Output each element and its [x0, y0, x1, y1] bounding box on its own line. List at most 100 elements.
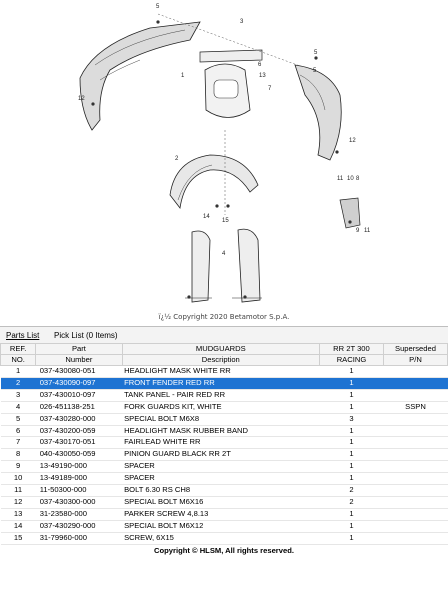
tab-pick-list[interactable]: Pick List (0 Items): [54, 331, 118, 340]
superseded-cell: [383, 377, 448, 390]
header-number: Number: [35, 354, 123, 366]
ref-cell: 12: [0, 496, 36, 509]
description-cell: FRONT FENDER RED RR: [122, 377, 320, 390]
superseded-cell: SSPN: [383, 401, 448, 414]
part-number-cell: 11-50300-000: [35, 484, 123, 497]
ref-cell: 4: [0, 401, 36, 414]
superseded-cell: [383, 436, 448, 450]
part-number-cell: 037-430200-059: [35, 425, 123, 438]
ref-cell: 8: [0, 448, 36, 462]
quantity-cell: 1: [319, 436, 384, 450]
part-number-cell: 037-430080-051: [35, 365, 123, 378]
parts-table: REF. Part MUDGUARDS RR 2T 300 Superseded…: [0, 343, 448, 545]
diagram-copyright: ï¿½ Copyright 2020 Betamotor S.p.A.: [158, 313, 290, 321]
svg-text:15: 15: [222, 218, 229, 224]
tank-panel-left: [79, 21, 201, 131]
quantity-cell: 1: [319, 365, 384, 378]
description-cell: SPACER: [122, 460, 320, 474]
superseded-cell: [383, 532, 448, 545]
ref-cell: 15: [0, 532, 36, 545]
pinion-guard: [339, 197, 361, 229]
header-superseded[interactable]: Superseded: [382, 343, 448, 355]
quantity-cell: 2: [319, 496, 384, 509]
svg-text:13: 13: [259, 73, 266, 79]
description-cell: PARKER SCREW 4,8.13: [122, 508, 320, 521]
exploded-parts-diagram[interactable]: 5 3 1 6 13 7 5 12 5 12 2 11 10 8 14 15 9…: [0, 0, 448, 326]
part-number-cell: 026-451138-251: [35, 401, 123, 414]
front-fender: [169, 154, 259, 209]
part-number-cell: 13-49190-000: [35, 460, 123, 474]
svg-text:10: 10: [347, 176, 354, 182]
svg-text:3: 3: [240, 19, 244, 25]
ref-cell: 14: [0, 520, 36, 533]
description-cell: TANK PANEL - PAIR RED RR: [122, 389, 320, 402]
superseded-cell: [383, 413, 448, 426]
part-number-cell: 31-23580-000: [35, 508, 123, 521]
quantity-cell: 1: [319, 401, 384, 414]
svg-text:1: 1: [181, 73, 185, 79]
quantity-cell: 1: [319, 532, 384, 545]
superseded-cell: [383, 520, 448, 533]
header-rr-2t-300[interactable]: RR 2T 300: [318, 343, 384, 355]
superseded-cell: [383, 448, 448, 462]
superseded-cell: [383, 484, 448, 497]
part-number-cell: 13-49189-000: [35, 472, 123, 486]
description-cell: SCREW, 6X15: [122, 532, 320, 545]
header-ref[interactable]: REF.: [0, 343, 37, 355]
ref-cell: 11: [0, 484, 36, 497]
superseded-cell: [383, 460, 448, 474]
quantity-cell: 1: [319, 377, 384, 390]
header-part[interactable]: Part: [35, 343, 123, 355]
quantity-cell: 1: [319, 425, 384, 438]
description-cell: SPECIAL BOLT M6X8: [122, 413, 320, 426]
svg-text:5: 5: [156, 4, 160, 10]
description-cell: SPECIAL BOLT M6X12: [122, 520, 320, 533]
ref-cell: 2: [0, 377, 36, 390]
quantity-cell: 2: [319, 484, 384, 497]
ref-cell: 7: [0, 436, 36, 450]
quantity-cell: 1: [319, 460, 384, 474]
fairlead-bar: [199, 49, 263, 63]
ref-cell: 10: [0, 472, 36, 486]
header-no: NO.: [0, 354, 37, 366]
description-cell: HEADLIGHT MASK RUBBER BAND: [122, 425, 320, 438]
header-pn: P/N: [382, 354, 448, 366]
svg-text:8: 8: [356, 176, 360, 182]
parts-drawing: 5 3 1 6 13 7 5 12 5 12 2 11 10 8 14 15 9…: [78, 4, 371, 303]
tab-parts-list[interactable]: Parts List: [6, 331, 40, 340]
part-number-cell: 037-430090-097: [35, 377, 123, 390]
tank-panel-right: [294, 64, 342, 161]
description-cell: BOLT 6.30 RS CH8: [122, 484, 320, 497]
part-number-cell: 037-430170-051: [35, 436, 123, 450]
ref-cell: 5: [0, 413, 36, 426]
quantity-cell: 3: [319, 413, 384, 426]
part-number-cell: 31-79960-000: [35, 532, 123, 545]
svg-text:12: 12: [78, 96, 85, 102]
ref-cell: 3: [0, 389, 36, 402]
svg-text:11: 11: [337, 176, 344, 182]
header-mudguards[interactable]: MUDGUARDS: [121, 343, 320, 355]
svg-text:12: 12: [349, 138, 356, 144]
description-cell: FAIRLEAD WHITE RR: [122, 436, 320, 450]
superseded-cell: [383, 389, 448, 402]
quantity-cell: 1: [319, 508, 384, 521]
superseded-cell: [383, 365, 448, 378]
svg-text:2: 2: [175, 156, 179, 162]
part-number-cell: 037-430290-000: [35, 520, 123, 533]
